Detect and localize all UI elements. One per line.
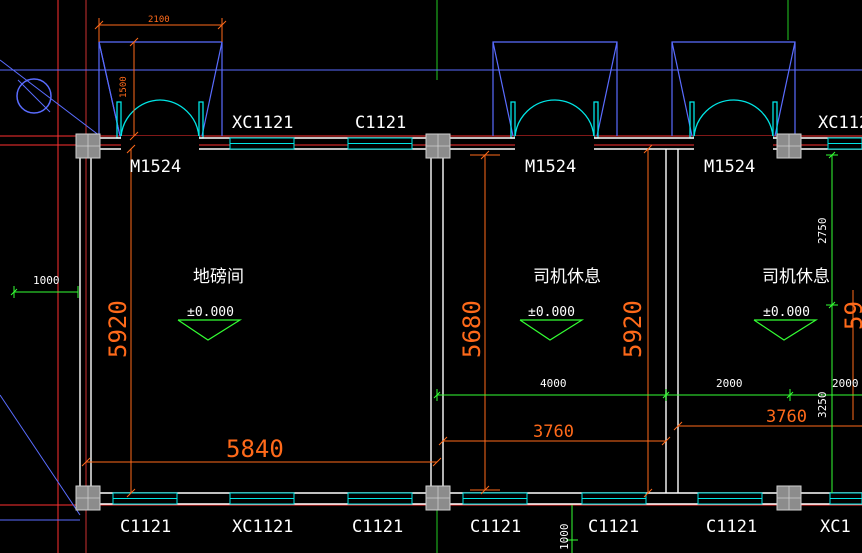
door-2-arc-right xyxy=(554,99,595,139)
dim-5920-mid: 5920 xyxy=(619,300,647,358)
room-elevation-2: ±0.000 xyxy=(528,305,575,320)
room-name-1: 地磅间 xyxy=(193,267,244,287)
door-3-arc-left xyxy=(693,99,735,139)
door-2-leaf-right xyxy=(593,101,599,139)
axis-circle-slash xyxy=(17,79,51,113)
door-1-leaf-right xyxy=(198,101,204,139)
window-label-top-xc: XC1121 xyxy=(232,113,293,133)
canopies xyxy=(98,41,796,137)
elev-triangle-1 xyxy=(177,319,243,341)
columns xyxy=(75,133,802,511)
dimension-lines-red xyxy=(81,18,862,498)
door-3-leaf-left xyxy=(689,101,695,139)
windows xyxy=(112,137,862,505)
dim-2750: 2750 xyxy=(816,218,829,245)
door-2-leaf-left xyxy=(510,101,516,139)
door-label-2: M1524 xyxy=(525,157,576,177)
window-label-bottom-6: C1121 xyxy=(706,517,757,537)
dim-3760-right: 3760 xyxy=(766,407,807,427)
dim-5840: 5840 xyxy=(226,435,284,463)
door-openings xyxy=(121,136,773,151)
window-label-bottom-4: C1121 xyxy=(470,517,521,537)
door-opening-3 xyxy=(694,136,773,151)
dim-bottom-1000: 1000 xyxy=(558,524,571,551)
canopy-3-left-slope xyxy=(671,41,693,137)
window-label-top-c: C1121 xyxy=(355,113,406,133)
dimension-lines-green xyxy=(10,151,862,553)
room-name-2: 司机休息 xyxy=(533,267,601,287)
canopy-1 xyxy=(98,41,223,136)
door-1-arc-left xyxy=(120,99,161,139)
elev-triangle-2 xyxy=(519,319,585,341)
dim-5920-left: 5920 xyxy=(104,300,132,358)
dim-1000-left: 1000 xyxy=(33,274,60,287)
elev-triangle-3 xyxy=(753,319,819,341)
window-label-bottom-5: C1121 xyxy=(588,517,639,537)
door-opening-1 xyxy=(121,136,199,151)
canopy-3 xyxy=(671,41,796,136)
diag-line-2 xyxy=(0,394,81,516)
window-label-bottom-7: XC1 xyxy=(820,517,851,537)
door-label-1: M1524 xyxy=(130,157,181,177)
dim-3250: 3250 xyxy=(816,392,829,419)
canopy-2-left-slope xyxy=(492,41,514,137)
canopy-1-right-slope xyxy=(201,41,223,137)
dim-2100: 2100 xyxy=(148,15,170,25)
canopy-3-right-slope xyxy=(774,41,796,137)
room-elevation-3: ±0.000 xyxy=(763,305,810,320)
door-label-3: M1524 xyxy=(704,157,755,177)
door-3-leaf-right xyxy=(772,101,778,139)
dim-4000: 4000 xyxy=(540,377,567,390)
dim-2000-a: 2000 xyxy=(716,377,743,390)
door-1-arc-right xyxy=(159,99,200,139)
dim-2000-b: 2000 xyxy=(832,377,859,390)
window-label-bottom-3: C1121 xyxy=(352,517,403,537)
dim-5680: 5680 xyxy=(458,300,486,358)
elevation-marks xyxy=(177,319,819,341)
axis-circle-icon xyxy=(16,78,52,114)
diag-line xyxy=(0,59,101,137)
canopy-2 xyxy=(492,41,618,136)
door-2-arc-left xyxy=(514,99,556,139)
dim-door-small: 1500 xyxy=(119,76,129,98)
dim-5920-right-cut: 59 xyxy=(840,301,862,330)
window-label-bottom-2: XC1121 xyxy=(232,517,293,537)
dim-3760: 3760 xyxy=(533,422,574,442)
door-3-arc-right xyxy=(733,99,774,139)
canopy-2-right-slope xyxy=(596,41,618,137)
window-label-bottom-1: C1121 xyxy=(120,517,171,537)
room-name-3: 司机休息 xyxy=(762,267,830,287)
door-swings xyxy=(116,99,778,139)
room-elevation-1: ±0.000 xyxy=(187,305,234,320)
door-opening-2 xyxy=(515,136,594,151)
window-label-top-xc-right: XC112 xyxy=(818,113,862,133)
